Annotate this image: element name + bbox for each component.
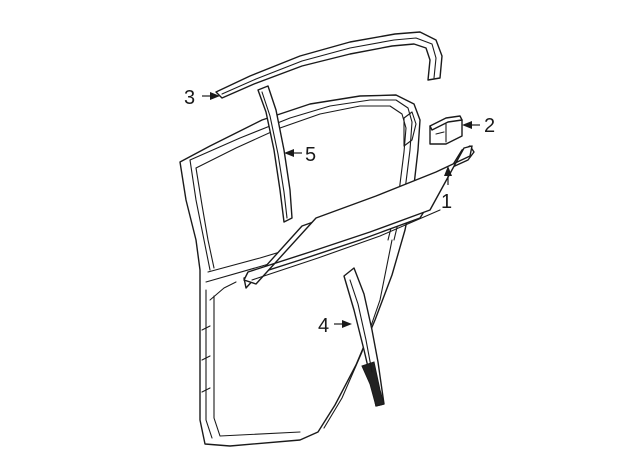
callout-3-label: 3 — [184, 87, 195, 109]
callout-5: 5 — [284, 144, 316, 166]
part-4-rear-applique — [343, 267, 385, 407]
callout-1: 1 — [441, 166, 452, 213]
callout-1-label: 1 — [441, 191, 452, 213]
callout-2-label: 2 — [484, 115, 495, 137]
part-2-clip — [429, 115, 463, 145]
part-1-belt-molding — [243, 145, 475, 289]
callout-4-label: 4 — [318, 315, 329, 337]
callout-2: 2 — [462, 115, 495, 137]
callout-3: 3 — [184, 87, 220, 109]
callout-5-label: 5 — [305, 144, 316, 166]
part-5-pillar-strip — [257, 85, 293, 223]
door-panel — [179, 94, 421, 447]
part-3-frame-molding — [215, 31, 443, 99]
callout-4: 4 — [318, 315, 352, 337]
